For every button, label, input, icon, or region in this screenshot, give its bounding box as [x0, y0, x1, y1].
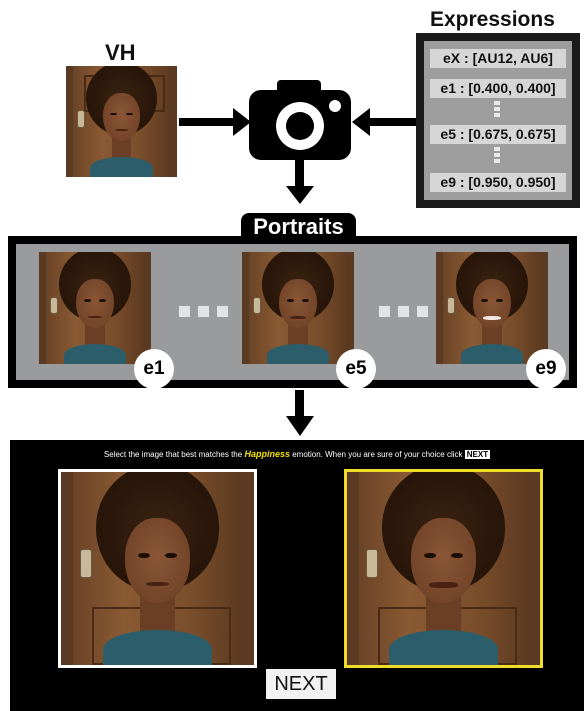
arrow-camera-to-portraits — [295, 160, 304, 188]
arrow-head-down — [286, 416, 314, 436]
expression-row-e5: e5 : [0.675, 0.675] — [430, 125, 566, 144]
choice-left-image[interactable] — [58, 469, 257, 668]
portrait-e5 — [242, 252, 354, 364]
instruction-text: Select the image that best matches the H… — [10, 449, 584, 459]
camera-icon — [249, 80, 351, 160]
horizontal-ellipsis — [179, 306, 228, 317]
vh-portrait — [66, 66, 177, 177]
badge-e5: e5 — [336, 349, 376, 389]
expression-row-e1: e1 : [0.400, 0.400] — [430, 79, 566, 98]
instruction-next-word: NEXT — [464, 450, 491, 459]
next-button[interactable]: NEXT — [266, 669, 336, 699]
emotion-word: Happiness — [244, 449, 290, 459]
arrow-head-right — [233, 108, 251, 136]
instruction-mid: emotion. When you are sure of your choic… — [292, 450, 463, 459]
expression-row-e9: e9 : [0.950, 0.950] — [430, 173, 566, 192]
expressions-title: Expressions — [430, 8, 555, 31]
choice-right-image[interactable] — [344, 469, 543, 668]
instruction-prefix: Select the image that best matches the — [103, 450, 243, 459]
horizontal-ellipsis — [379, 306, 428, 317]
vertical-ellipsis — [494, 147, 500, 165]
badge-e1: e1 — [134, 349, 174, 389]
arrow-expressions-to-camera — [368, 118, 416, 126]
portraits-title: Portraits — [241, 213, 356, 241]
study-screen: Select the image that best matches the H… — [10, 440, 584, 711]
arrow-head-down — [286, 186, 314, 204]
portrait-e1 — [39, 252, 151, 364]
expression-row-ex: eX : [AU12, AU6] — [430, 49, 566, 68]
arrow-head-left — [352, 108, 370, 136]
arrow-vh-to-camera — [179, 118, 235, 126]
portrait-e9 — [436, 252, 548, 364]
vh-label: VH — [105, 40, 136, 65]
vertical-ellipsis — [494, 101, 500, 119]
portraits-strip: e1 e5 e9 — [8, 236, 577, 389]
expressions-panel: eX : [AU12, AU6] e1 : [0.400, 0.400] e5 … — [416, 33, 580, 208]
badge-e9: e9 — [526, 349, 566, 389]
arrow-portraits-to-study — [295, 390, 304, 418]
